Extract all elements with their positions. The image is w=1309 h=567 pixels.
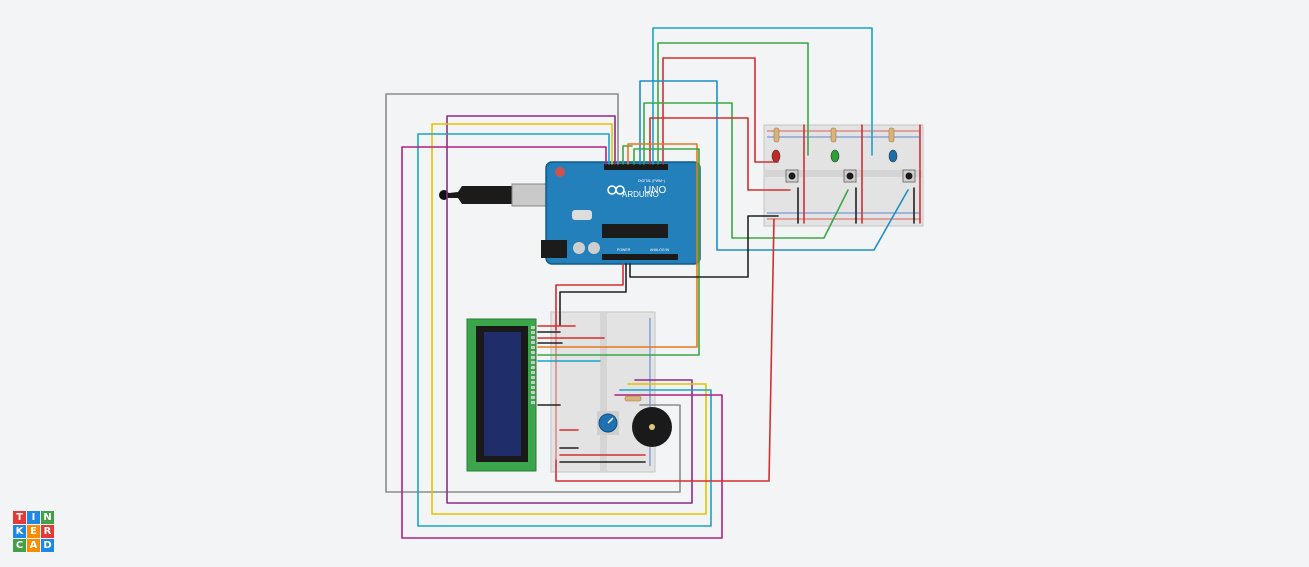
logo-letter: I: [27, 511, 40, 524]
wire-purple[interactable]: [446, 115, 693, 504]
arduino-brand-label: ARDUINO: [622, 190, 659, 199]
reset-button: [555, 167, 565, 177]
led-red[interactable]: [771, 149, 781, 163]
digital-pwm-label: DIGITAL (PWM~): [638, 179, 665, 183]
wire-cyan[interactable]: [417, 133, 712, 527]
logo-letter: E: [27, 525, 40, 538]
digital-header: [604, 164, 668, 170]
logo-letter: D: [41, 539, 54, 552]
analog-in-label: ANALOG IN: [650, 248, 670, 252]
logo-letter: T: [13, 511, 26, 524]
wire-red[interactable]: [555, 263, 624, 331]
atmega-chip: [602, 224, 668, 238]
wire-green[interactable]: [643, 102, 849, 239]
lcd-pin-header: [531, 326, 535, 404]
logo-letter: R: [41, 525, 54, 538]
wire-blue[interactable]: [639, 80, 909, 251]
arduino-model-label: UNO: [644, 185, 666, 196]
resistor[interactable]: [624, 395, 642, 402]
led-green[interactable]: [830, 149, 840, 163]
push-button[interactable]: [785, 169, 799, 183]
wire-red[interactable]: [555, 218, 775, 482]
logo-letter: A: [27, 539, 40, 552]
potentiometer[interactable]: [597, 411, 619, 435]
wire-black[interactable]: [629, 215, 779, 278]
logo-letter: N: [41, 511, 54, 524]
lcd-16x2-display[interactable]: [466, 318, 537, 472]
wire-orange[interactable]: [537, 143, 698, 348]
wire-magenta[interactable]: [401, 146, 723, 539]
logo-letter: C: [13, 539, 26, 552]
power-analog-header: [602, 254, 678, 260]
infinity-logo-icon: [607, 185, 625, 195]
wire-cyan[interactable]: [652, 27, 873, 165]
wire-yellow[interactable]: [431, 123, 707, 515]
usb-cable[interactable]: [439, 183, 553, 207]
wire-green[interactable]: [537, 148, 700, 356]
push-button[interactable]: [902, 169, 916, 183]
push-button[interactable]: [843, 169, 857, 183]
push-buttons-layer: [785, 169, 916, 183]
wire-red[interactable]: [662, 57, 779, 165]
piezo-buzzer[interactable]: [632, 407, 672, 447]
logo-letter: K: [13, 525, 26, 538]
wire-black[interactable]: [559, 263, 627, 326]
led-blue[interactable]: [888, 149, 898, 163]
arduino-uno-board[interactable]: ARDUINO UNO DIGITAL (PWM~) POWER ANALOG …: [541, 161, 701, 265]
wires-layer: [385, 27, 921, 539]
wire-red[interactable]: [649, 117, 791, 191]
resistor[interactable]: [888, 127, 895, 143]
power-label: POWER: [617, 248, 631, 252]
wire-green[interactable]: [622, 145, 633, 165]
resistors-layer: [624, 127, 895, 402]
dc-power-jack: [541, 240, 567, 258]
resistor[interactable]: [830, 127, 837, 143]
wire-gray[interactable]: [385, 93, 681, 493]
leds-layer: [771, 149, 898, 163]
resistor[interactable]: [773, 127, 780, 143]
